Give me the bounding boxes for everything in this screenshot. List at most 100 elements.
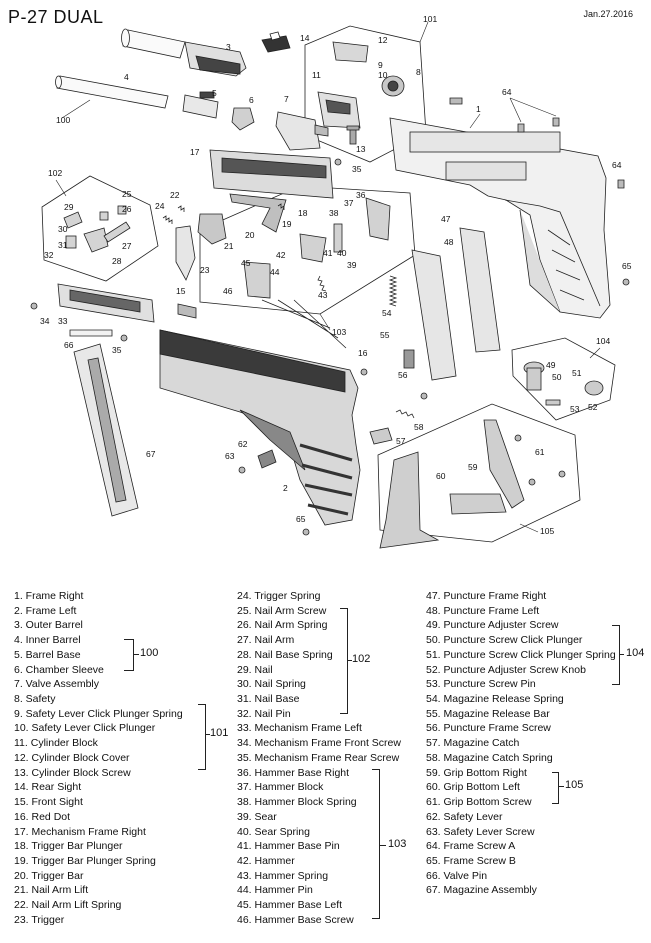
callout-53: 53	[570, 404, 580, 414]
callout-group-100: 100	[56, 115, 70, 125]
callout-57: 57	[396, 436, 406, 446]
part-item: 13. Cylinder Block Screw	[14, 766, 131, 779]
callout-51: 51	[572, 368, 582, 378]
callout-39: 39	[347, 260, 357, 270]
callout-35a: 35	[112, 345, 122, 355]
callout-48: 48	[444, 237, 454, 247]
part-item: 25. Nail Arm Screw	[237, 604, 327, 617]
group-105-label: 105	[565, 779, 584, 791]
part-item: 32. Nail Pin	[237, 707, 291, 720]
part-item: 1. Frame Right	[14, 590, 84, 602]
rear-sight-part	[261, 31, 291, 53]
group-101-bracket	[198, 704, 206, 770]
part-item: 11. Cylinder Block	[14, 737, 98, 750]
group-103-label: 103	[388, 838, 407, 850]
part-item: 56. Puncture Frame Screw	[426, 722, 551, 735]
mechanism-frame-left-part	[57, 283, 155, 323]
callout-33: 33	[58, 316, 68, 326]
callout-7: 7	[284, 94, 289, 104]
parts-list-column-1: 1. Frame Right 2. Frame Left 3. Outer Ba…	[14, 589, 183, 928]
part-item: 54. Magazine Release Spring	[426, 693, 564, 706]
callout-66: 66	[64, 340, 74, 350]
part-item: 26. Nail Arm Spring	[237, 619, 328, 632]
callout-55: 55	[380, 330, 390, 340]
group-103-bracket	[372, 769, 380, 919]
callout-34: 34	[40, 316, 50, 326]
callout-22: 22	[170, 190, 180, 200]
part-item: 9. Safety Lever Click Plunger Spring	[14, 707, 183, 720]
callout-11: 11	[312, 70, 321, 80]
callout-26: 26	[122, 204, 132, 214]
callout-31: 31	[58, 240, 68, 250]
part-item: 64. Frame Screw A	[426, 840, 516, 853]
grip-bottom-parts	[379, 419, 525, 549]
callout-group-102: 102	[48, 168, 62, 178]
callout-40: 40	[337, 248, 347, 258]
part-item: 17. Mechanism Frame Right	[14, 825, 146, 838]
part-item: 53. Puncture Screw Pin	[426, 678, 536, 691]
frame-screw-a-parts	[449, 97, 625, 189]
callout-9: 9	[378, 60, 383, 70]
part-item: 42. Hammer	[237, 854, 295, 867]
callout-21: 21	[224, 241, 234, 251]
magazine-assembly-part	[73, 343, 139, 517]
callout-17: 17	[190, 147, 200, 157]
part-item: 5. Barrel Base	[14, 648, 81, 661]
part-item: 20. Trigger Bar	[14, 869, 84, 882]
callout-4: 4	[124, 72, 129, 82]
magazine-catch-part	[369, 427, 393, 445]
group-100-label: 100	[140, 647, 159, 659]
group-102-label: 102	[352, 653, 371, 665]
callout-20: 20	[245, 230, 255, 240]
callout-64a: 64	[502, 87, 512, 97]
leader-lines	[55, 21, 601, 533]
callout-41: 41	[323, 248, 333, 258]
callout-19: 19	[282, 219, 292, 229]
part-item: 40. Sear Spring	[237, 825, 310, 838]
parts-list-column-3: 47. Puncture Frame Right 48. Puncture Fr…	[426, 589, 616, 898]
callout-62: 62	[238, 439, 248, 449]
callout-24: 24	[155, 201, 165, 211]
part-item: 18. Trigger Bar Plunger	[14, 840, 123, 853]
callout-6: 6	[249, 95, 254, 105]
callout-67: 67	[146, 449, 156, 459]
part-item: 21. Nail Arm Lift	[14, 884, 89, 897]
nail-group-parts	[63, 205, 131, 253]
part-item: 62. Safety Lever	[426, 810, 503, 823]
callout-63: 63	[225, 451, 235, 461]
cylinder-block-cover-part	[332, 41, 369, 63]
part-item: 37. Hammer Block	[237, 781, 324, 794]
group-104-box	[511, 337, 616, 421]
callout-44: 44	[270, 267, 280, 277]
callout-29: 29	[64, 202, 74, 212]
part-item: 35. Mechanism Frame Rear Screw	[237, 751, 400, 764]
valve-pin-part	[69, 329, 113, 337]
trigger-part	[175, 225, 196, 281]
callout-25: 25	[122, 189, 132, 199]
barrel-base-part	[182, 91, 219, 119]
part-item: 34. Mechanism Frame Front Screw	[237, 737, 401, 750]
callout-group-103: 103	[332, 327, 346, 337]
group-105-bracket	[552, 772, 559, 804]
callout-59: 59	[468, 462, 478, 472]
front-sight-part	[177, 303, 197, 319]
callout-46: 46	[223, 286, 233, 296]
callout-35b: 35	[352, 164, 362, 174]
part-item: 30. Nail Spring	[237, 678, 306, 691]
page-title: P-27 DUAL	[8, 7, 104, 27]
part-item: 29. Nail	[237, 663, 273, 676]
part-item: 24. Trigger Spring	[237, 590, 321, 602]
part-item: 65. Frame Screw B	[426, 854, 516, 867]
document-date: Jan.27.2016	[583, 9, 633, 19]
callout-labels: 1 2 3 4 5 6 7 8 9 10 11 12 13 14 15 16 1…	[40, 14, 632, 536]
callout-36: 36	[356, 190, 366, 200]
callout-50: 50	[552, 372, 562, 382]
part-item: 14. Rear Sight	[14, 781, 82, 794]
part-item: 50. Puncture Screw Click Plunger	[426, 634, 583, 647]
callout-64b: 64	[612, 160, 622, 170]
callout-group-101: 101	[423, 14, 437, 24]
part-item: 46. Hammer Base Screw	[237, 913, 354, 926]
callout-49: 49	[546, 360, 556, 370]
callout-58: 58	[414, 422, 424, 432]
callout-16: 16	[358, 348, 368, 358]
